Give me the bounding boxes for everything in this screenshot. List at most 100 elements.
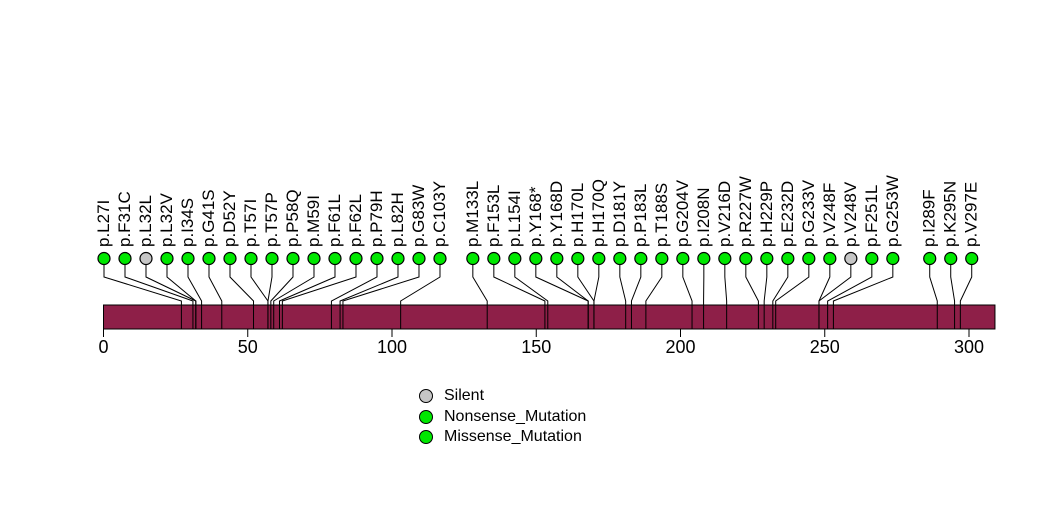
legend-label-nonsense: Nonsense_Mutation bbox=[444, 407, 587, 425]
axis-tick-label: 100 bbox=[377, 337, 407, 357]
axis-tick-label: 150 bbox=[521, 337, 551, 357]
silent-circle-icon bbox=[419, 389, 433, 404]
lollipop-circle-missense_mutation bbox=[160, 251, 174, 266]
lollipop-circle-missense_mutation bbox=[944, 251, 958, 266]
mutation-label: p.M59I bbox=[304, 195, 323, 247]
mutation-label: p.G253W bbox=[883, 175, 902, 247]
axis-tick-label: 200 bbox=[665, 337, 695, 357]
lollipop-stem bbox=[208, 264, 223, 329]
mutation-label: p.C103Y bbox=[430, 181, 449, 247]
lollipop-stem bbox=[400, 264, 441, 329]
lollipop-circle-missense_mutation bbox=[634, 251, 648, 266]
lollipop-circle-missense_mutation bbox=[965, 251, 979, 266]
mutation-label: p.F251L bbox=[862, 185, 881, 247]
mutation-label: p.P79H bbox=[367, 190, 386, 247]
lollipop-circle-missense_mutation bbox=[760, 251, 774, 266]
lollipop-stem bbox=[959, 264, 973, 329]
mutation-label: p.G83W bbox=[409, 185, 428, 247]
lollipop-circle-missense_mutation bbox=[433, 251, 447, 266]
mutation-label: p.V248V bbox=[841, 181, 860, 247]
mutation-label: p.T57I bbox=[241, 199, 260, 247]
mutation-label: p.F153L bbox=[484, 185, 503, 247]
mutation-label: p.L82H bbox=[388, 192, 407, 247]
lollipop-stem bbox=[103, 264, 182, 329]
mutation-label: p.V297E bbox=[962, 182, 981, 247]
legend: Silent Nonsense_Mutation Missense_Mutati… bbox=[419, 386, 586, 448]
mutation-label: p.L27I bbox=[94, 200, 113, 247]
lollipop-circle-missense_mutation bbox=[487, 251, 501, 266]
lollipop-circle-missense_mutation bbox=[865, 251, 879, 266]
mutation-label: p.L154I bbox=[505, 190, 524, 247]
mutation-label: p.R227W bbox=[736, 176, 755, 247]
lollipop-circle-missense_mutation bbox=[718, 251, 732, 266]
lollipop-circle-silent bbox=[844, 251, 858, 266]
mutation-label: p.P58Q bbox=[283, 189, 302, 247]
lollipop-stem bbox=[929, 264, 938, 329]
lollipop-stem bbox=[330, 264, 378, 329]
mutation-label: p.D52Y bbox=[220, 190, 239, 247]
lollipop-stem bbox=[619, 264, 627, 329]
mutation-label: p.L32L bbox=[136, 195, 155, 247]
lollipop-stem bbox=[270, 264, 294, 329]
lollipop-circle-missense_mutation bbox=[412, 251, 426, 266]
lollipop-stem bbox=[339, 264, 399, 329]
lollipop-circle-missense_mutation bbox=[466, 251, 480, 266]
mutation-label: p.E232D bbox=[778, 181, 797, 247]
lollipop-circle-missense_mutation bbox=[571, 251, 585, 266]
lollipop-stem bbox=[514, 264, 549, 329]
lollipop-circle-missense_mutation bbox=[592, 251, 606, 266]
lollipop-circle-missense_mutation bbox=[739, 251, 753, 266]
lollipop-stem bbox=[267, 264, 273, 329]
mutation-label: p.T57P bbox=[262, 192, 281, 247]
mutation-label: p.G233V bbox=[799, 179, 818, 247]
mutation-label: p.G41S bbox=[199, 189, 218, 247]
lollipop-circle-missense_mutation bbox=[286, 251, 300, 266]
axis-tick-label: 50 bbox=[238, 337, 258, 357]
legend-item-silent: Silent bbox=[419, 386, 586, 407]
lollipop-circle-missense_mutation bbox=[886, 251, 900, 266]
mutation-label: p.G204V bbox=[673, 179, 692, 247]
mutation-label: p.M133L bbox=[463, 181, 482, 247]
mutation-label: p.I34S bbox=[178, 198, 197, 247]
lollipop-stem bbox=[818, 264, 852, 329]
axis-tick-label: 250 bbox=[810, 337, 840, 357]
legend-label-missense: Missense_Mutation bbox=[444, 428, 582, 446]
mutation-label: p.H229P bbox=[757, 181, 776, 247]
lollipop-circle-missense_mutation bbox=[508, 251, 522, 266]
lollipop-stem bbox=[273, 264, 315, 329]
lollipop-stem bbox=[472, 264, 488, 329]
lollipop-stem bbox=[342, 264, 420, 329]
mutation-label: p.Y168* bbox=[526, 186, 545, 247]
lollipop-circle-missense_mutation bbox=[349, 251, 363, 266]
mutation-label: p.F31C bbox=[115, 191, 134, 247]
axis-tick-label: 0 bbox=[98, 337, 108, 357]
lollipop-circle-missense_mutation bbox=[265, 251, 279, 266]
lollipop-stem bbox=[556, 264, 589, 329]
lollipop-circle-missense_mutation bbox=[655, 251, 669, 266]
lollipop-circle-missense_mutation bbox=[391, 251, 405, 266]
mutation-label: p.I208N bbox=[694, 187, 713, 247]
lollipop-circle-missense_mutation bbox=[307, 251, 321, 266]
lollipop-stem bbox=[187, 264, 203, 329]
legend-item-nonsense: Nonsense_Mutation bbox=[419, 407, 586, 428]
lollipop-stem bbox=[763, 264, 768, 329]
mutation-label: p.F61L bbox=[325, 194, 344, 247]
lollipop-stem bbox=[278, 264, 336, 329]
lollipop-circle-missense_mutation bbox=[923, 251, 937, 266]
lollipop-stem bbox=[593, 264, 600, 329]
lollipop-stem bbox=[772, 264, 789, 329]
lollipop-circle-missense_mutation bbox=[613, 251, 627, 266]
lollipop-circle-missense_mutation bbox=[550, 251, 564, 266]
lollipop-circle-missense_mutation bbox=[244, 251, 258, 266]
legend-label-silent: Silent bbox=[444, 387, 485, 405]
lollipop-circle-missense_mutation bbox=[697, 251, 711, 266]
lollipop-circle-missense_mutation bbox=[370, 251, 384, 266]
lollipop-circle-missense_mutation bbox=[802, 251, 816, 266]
mutation-label: p.P183L bbox=[631, 184, 650, 247]
lollipop-circle-missense_mutation bbox=[202, 251, 216, 266]
lollipop-circle-missense_mutation bbox=[823, 251, 837, 266]
lollipop-stem bbox=[775, 264, 810, 329]
lollipop-stem bbox=[281, 264, 357, 329]
lollipop-stem bbox=[827, 264, 873, 329]
